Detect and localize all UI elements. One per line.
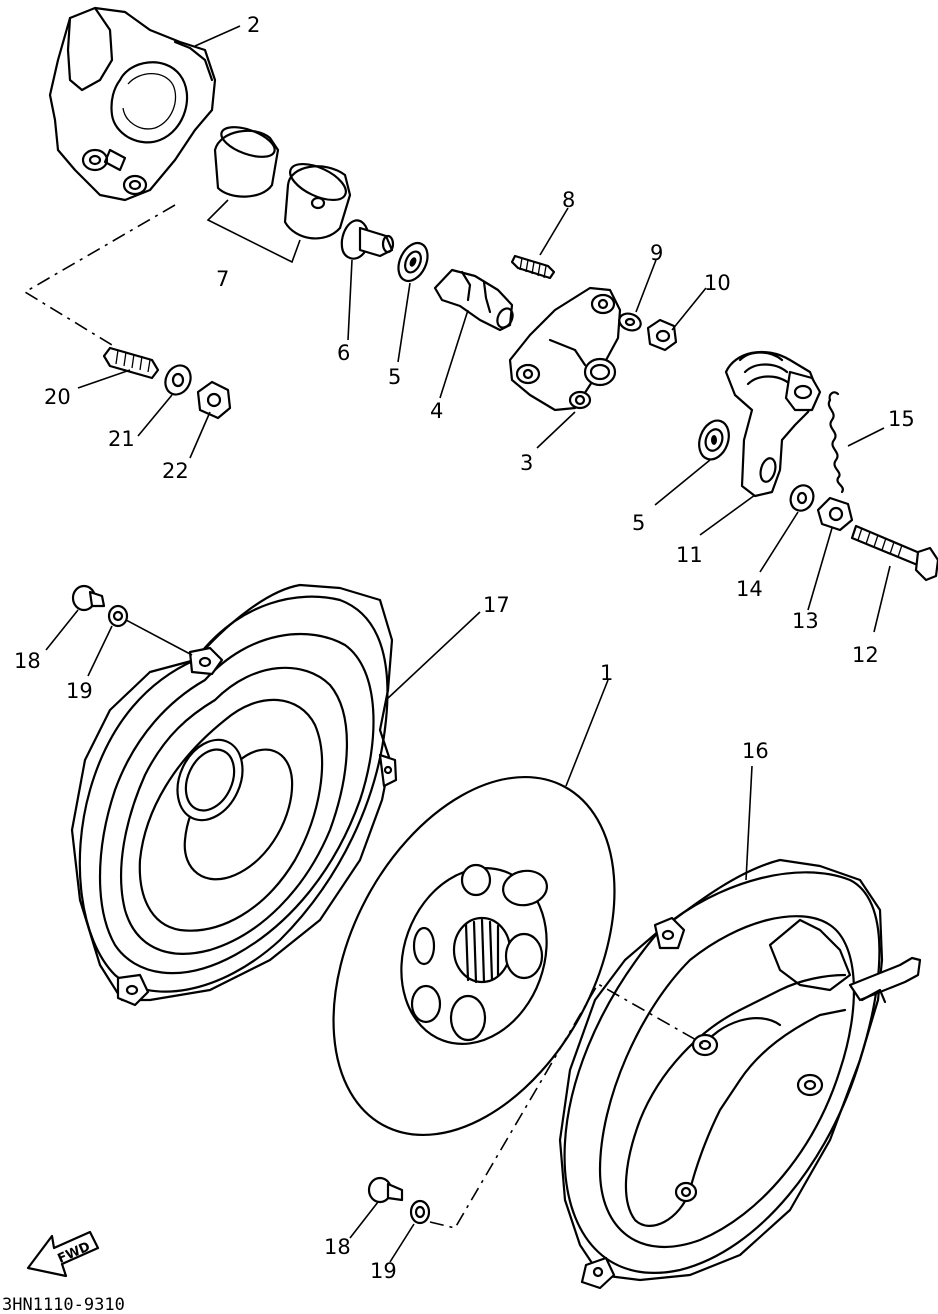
label-part-18-upper: 18: [14, 649, 41, 673]
drawing-code: 3HN1110-9310: [2, 1295, 125, 1314]
part-4-camshaft: [433, 268, 514, 332]
label-part-16: 16: [742, 739, 769, 763]
label-part-19-lower: 19: [370, 1259, 397, 1283]
label-part-11: 11: [676, 543, 703, 567]
leader-lines: [45, 25, 891, 1263]
part-5-bearing-upper: [397, 241, 429, 283]
part-11-brake-arm: [724, 350, 822, 498]
label-part-3: 3: [520, 451, 533, 475]
label-part-1: 1: [600, 661, 613, 685]
leader-19-to-cover: [125, 619, 193, 656]
label-part-18-lower: 18: [324, 1235, 351, 1259]
label-part-15: 15: [888, 407, 915, 431]
label-part-21: 21: [108, 427, 135, 451]
part-labels: 2 8 9 10 7 6 5 4 3 15 5 11 14 13 12 20 2…: [14, 13, 915, 1283]
part-21-washer: [164, 364, 192, 396]
label-part-12: 12: [852, 643, 879, 667]
part-5-bearing-lower: [698, 419, 730, 461]
part-22-nut: [196, 380, 232, 420]
part-19-washer-lower: [409, 1199, 431, 1225]
assembly-center-lines: [23, 204, 706, 1229]
part-17-outer-cover: [70, 583, 398, 1007]
part-18-bolt-upper: [71, 584, 106, 612]
part-6-pin: [340, 219, 395, 260]
label-part-8: 8: [562, 188, 575, 212]
part-20-stud: [102, 346, 160, 380]
label-part-6: 6: [337, 341, 350, 365]
label-part-7: 7: [216, 267, 229, 291]
part-14-washer: [789, 484, 815, 512]
label-part-13: 13: [792, 609, 819, 633]
label-part-5-upper: 5: [388, 365, 401, 389]
label-part-17: 17: [483, 593, 510, 617]
part-19-washer-upper: [107, 604, 129, 628]
part-7-piston-and-seal: [206, 126, 352, 264]
label-part-14: 14: [736, 577, 763, 601]
label-part-10: 10: [704, 271, 731, 295]
label-part-19-upper: 19: [66, 679, 93, 703]
part-18-bolt-lower: [367, 1176, 404, 1204]
part-15-spring: [827, 391, 844, 494]
part-8-stud-bolt: [510, 254, 556, 280]
part-13-nut: [816, 496, 854, 532]
part-12-bolt: [850, 524, 938, 582]
label-part-9: 9: [650, 241, 663, 265]
part-3-cam-housing: [508, 286, 622, 412]
label-part-2: 2: [247, 13, 260, 37]
label-part-5-lower: 5: [632, 511, 645, 535]
part-16-backing-plate: [558, 858, 922, 1290]
label-part-20: 20: [44, 385, 71, 409]
part-10-nut: [646, 318, 678, 352]
part-2-caliper-bracket: [48, 6, 217, 202]
label-part-4: 4: [430, 399, 443, 423]
label-part-22: 22: [162, 459, 189, 483]
forward-direction-arrow: FWD: [26, 1230, 100, 1278]
part-9-washer: [618, 312, 642, 332]
part-1-brake-disc: [332, 775, 616, 1137]
